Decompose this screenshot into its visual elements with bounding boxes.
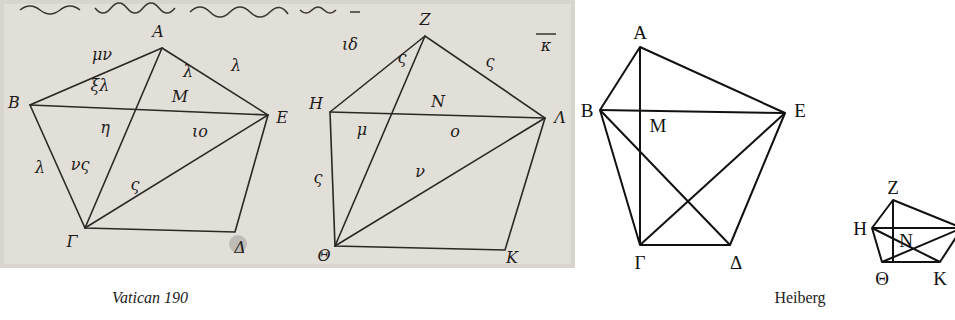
point-label: Α (633, 23, 647, 42)
heiberg-pentagon-small (872, 200, 955, 262)
point-label: Θ (875, 269, 889, 288)
manuscript-letter: ς (398, 50, 407, 66)
manuscript-letter: Θ (317, 248, 330, 264)
heiberg-pentagon-large (600, 47, 785, 245)
manuscript-letter: Γ (66, 234, 77, 250)
manuscript-letter: η (100, 120, 110, 136)
manuscript-letter: λ (35, 160, 45, 176)
manuscript-letter: λ (231, 58, 241, 74)
manuscript-letter: Δ (234, 240, 246, 256)
manuscript-letter: νς (71, 157, 90, 173)
point-label: Η (853, 219, 867, 238)
manuscript-letter: λ (183, 64, 193, 80)
point-label: Ε (794, 101, 806, 120)
manuscript-paper (4, 4, 571, 264)
point-label: Ζ (887, 178, 899, 197)
numeral-overline (536, 33, 556, 34)
point-label: Ν (899, 231, 913, 250)
manuscript-letter: Ε (276, 110, 288, 126)
point-label: Κ (933, 269, 947, 288)
manuscript-letter: Μ (172, 89, 188, 105)
manuscript-letter: ν (415, 164, 425, 180)
manuscript-letter: Η (309, 96, 323, 112)
manuscript-letter: Β (8, 95, 20, 111)
manuscript-letter: ο (450, 124, 460, 140)
manuscript-letter: ς (131, 177, 140, 193)
figure-caption: Heiberg (774, 290, 825, 306)
manuscript-letter: μν (92, 47, 112, 63)
point-label: Γ (635, 253, 646, 272)
manuscript-letter: ς (314, 170, 323, 186)
manuscript-letter: Ν (431, 94, 445, 110)
point-label: Δ (730, 253, 742, 272)
manuscript-letter: μ (357, 122, 367, 138)
manuscript-letter: κ (541, 38, 552, 54)
manuscript-pentagon-right (330, 36, 545, 250)
manuscript-scribble (20, 3, 360, 17)
manuscript-letter: Λ (554, 110, 566, 126)
manuscript-letter: Ζ (419, 12, 430, 28)
manuscript-photo (0, 0, 575, 268)
point-label: Β (581, 101, 594, 120)
manuscript-letter: ιδ (342, 37, 358, 53)
manuscript-letter: Α (152, 24, 164, 40)
manuscript-letter: ς (486, 54, 495, 70)
manuscript-pentagon-left (30, 48, 268, 232)
manuscript-letter: ξλ (91, 78, 110, 94)
manuscript-letter: ιο (192, 124, 208, 140)
point-label: Μ (650, 116, 667, 135)
figure-caption: Vatican 190 (112, 290, 188, 306)
manuscript-letter: Κ (506, 250, 518, 266)
